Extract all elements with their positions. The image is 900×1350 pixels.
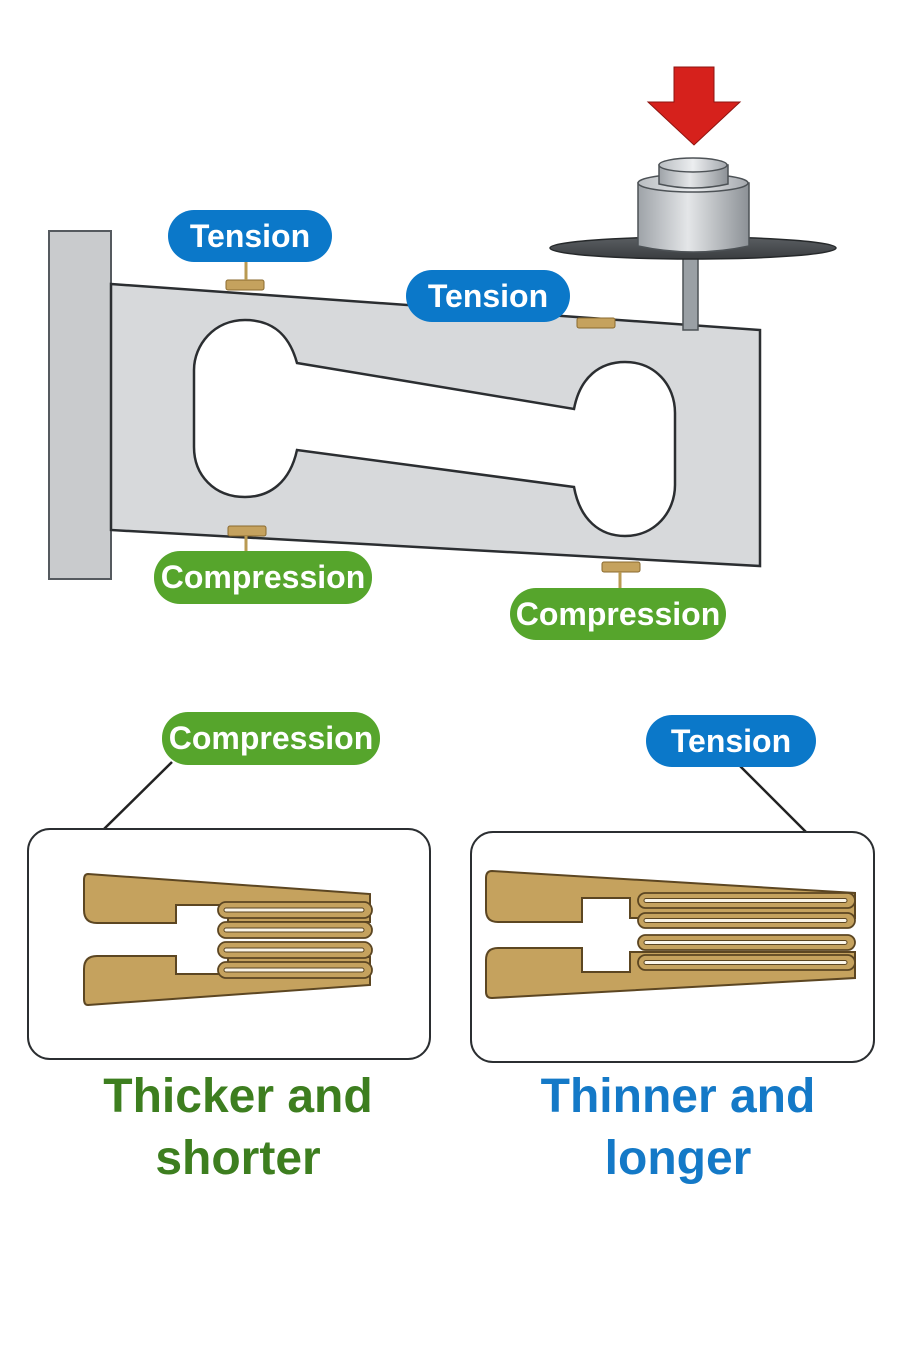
- load-cylinder: [637, 182, 750, 253]
- caption-tension-line2: longer: [604, 1132, 752, 1185]
- strain-gauge-bottom-right: [601, 561, 641, 573]
- detail-compression-label: Compression: [162, 712, 380, 765]
- leader-detail-compression: [103, 761, 173, 830]
- leader-detail-tension: [739, 765, 807, 833]
- strain-gauge-icon: [83, 872, 373, 1007]
- mounting-block: [48, 230, 112, 580]
- strain-gauge-icon: [485, 869, 856, 1000]
- load-cap-top: [658, 157, 728, 173]
- caption-tension: Thinner and longer: [498, 1066, 858, 1190]
- detail-tension-label: Tension: [646, 715, 816, 767]
- tension-label-top-left: Tension: [168, 210, 332, 262]
- down-arrow-icon: [646, 66, 742, 146]
- beam-cutout: [192, 318, 677, 538]
- compression-label-bottom-left: Compression: [154, 551, 372, 604]
- compression-label-bottom-right: Compression: [510, 588, 726, 640]
- caption-compression: Thicker and shorter: [58, 1066, 418, 1190]
- caption-compression-line1: Thicker and: [103, 1070, 373, 1123]
- strain-gauge-bottom-left: [227, 525, 267, 537]
- caption-tension-line1: Thinner and: [540, 1070, 816, 1123]
- strain-gauge-top-left: [225, 279, 265, 291]
- load-shaft: [682, 253, 699, 331]
- strain-gauge-top-right: [576, 317, 616, 329]
- tension-label-top-right: Tension: [406, 270, 570, 322]
- caption-compression-line2: shorter: [155, 1132, 321, 1185]
